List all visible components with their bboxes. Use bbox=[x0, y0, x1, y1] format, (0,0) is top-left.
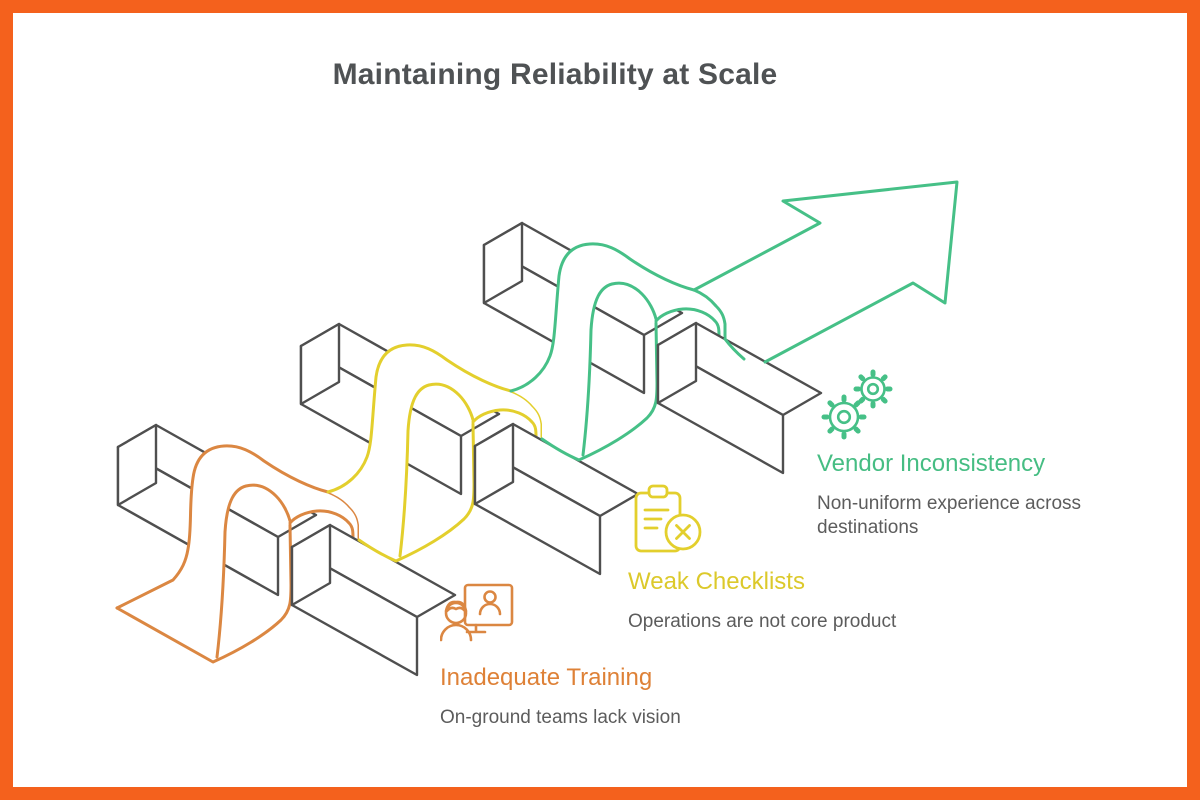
hurdle-bar-front-3 bbox=[656, 321, 823, 475]
hurdle-description: Non-uniform experience across destinatio… bbox=[817, 493, 1082, 538]
hurdle-description: Operations are not core product bbox=[628, 611, 897, 632]
gears-icon bbox=[817, 366, 1117, 440]
hurdle-bar-front-1 bbox=[290, 523, 457, 677]
ribbon-segment-green bbox=[509, 242, 727, 462]
ribbon-segment-yellow bbox=[326, 343, 544, 563]
ribbon-segment-orange bbox=[115, 444, 361, 664]
growth-arrow bbox=[692, 180, 959, 364]
hurdle-description: On-ground teams lack vision bbox=[440, 707, 681, 728]
page-title: Maintaining Reliability at Scale bbox=[332, 58, 778, 91]
failed-checklist-icon bbox=[628, 484, 928, 556]
callout-inadequate-training: Inadequate Training On-ground teams lack… bbox=[440, 580, 720, 730]
callout-weak-checklists: Weak Checklists Operations are not core … bbox=[628, 484, 928, 634]
hurdle-label: Weak Checklists bbox=[628, 568, 805, 595]
hurdle-label: Inadequate Training bbox=[440, 664, 653, 691]
reliability-diagram bbox=[115, 180, 959, 677]
ribbon-exit-curve bbox=[723, 337, 746, 361]
callout-vendor-inconsistency: Vendor Inconsistency Non-uniform experie… bbox=[817, 366, 1117, 540]
hurdle-label: Vendor Inconsistency bbox=[817, 450, 1046, 477]
video-training-icon bbox=[440, 580, 720, 652]
